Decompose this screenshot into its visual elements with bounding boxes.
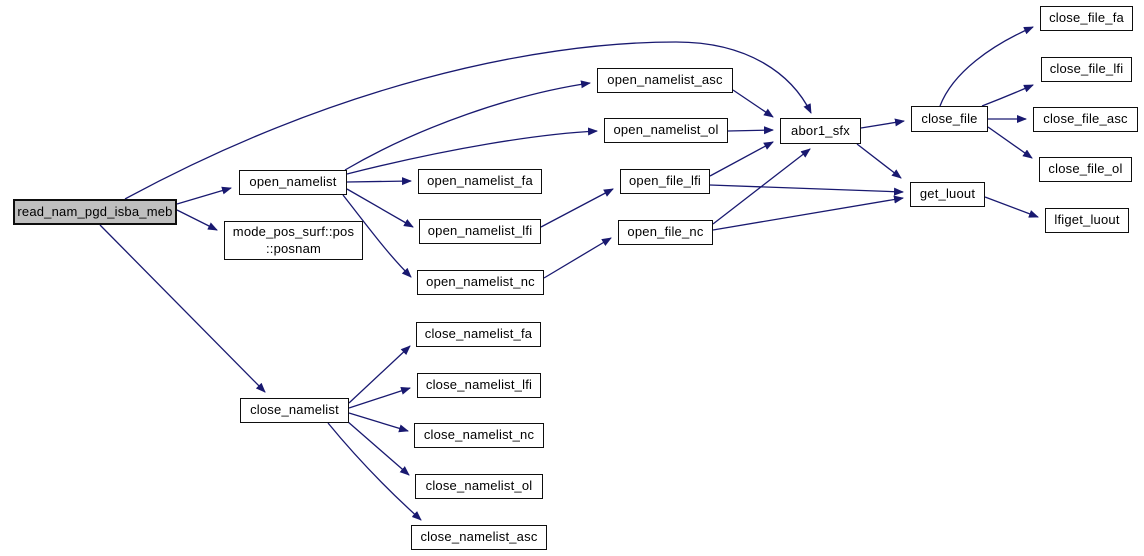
edge-read_nam_pgd_isba_meb-to-close_namelist: [99, 224, 266, 393]
node-label: open_namelist_ol: [613, 122, 719, 138]
node-close_file_ol[interactable]: close_file_ol: [1039, 157, 1132, 182]
node-open_namelist_nc[interactable]: open_namelist_nc: [417, 270, 544, 295]
edge-open_file_nc-to-get_luout: [712, 195, 904, 231]
edge-close_file-to-close_file_lfi: [981, 84, 1034, 107]
edge-open_namelist_lfi-to-open_file_lfi: [540, 188, 614, 228]
node-label: open_namelist_lfi: [427, 223, 533, 239]
node-label: open_namelist_asc: [607, 72, 723, 88]
node-open_namelist_asc[interactable]: open_namelist_asc: [597, 68, 733, 93]
edge-close_namelist-to-close_namelist_asc: [327, 422, 422, 521]
edge-close_file-to-close_file_fa: [939, 26, 1034, 107]
edge-close_namelist-to-close_namelist_ol: [346, 420, 410, 476]
node-label: open_file_nc: [627, 224, 704, 240]
node-label: close_file_ol: [1048, 161, 1123, 177]
node-label: abor1_sfx: [791, 122, 850, 138]
edge-read_nam_pgd_isba_meb-to-open_namelist: [176, 186, 232, 205]
node-close_namelist_nc[interactable]: close_namelist_nc: [414, 423, 544, 448]
node-open_namelist[interactable]: open_namelist: [239, 170, 347, 195]
edge-open_namelist_asc-to-abor1_sfx: [732, 89, 774, 118]
node-close_namelist_lfi[interactable]: close_namelist_lfi: [417, 373, 541, 398]
node-open_namelist_ol[interactable]: open_namelist_ol: [604, 118, 728, 143]
edge-open_namelist-to-open_namelist_nc: [342, 194, 412, 278]
node-lfiget_luout[interactable]: lfiget_luout: [1045, 208, 1129, 233]
node-read_nam_pgd_isba_meb[interactable]: read_nam_pgd_isba_meb: [13, 199, 177, 225]
edge-read_nam_pgd_isba_meb-to-abor1_sfx: [124, 41, 812, 200]
node-close_namelist_asc[interactable]: close_namelist_asc: [411, 525, 547, 550]
node-close_file_fa[interactable]: close_file_fa: [1040, 6, 1133, 31]
edge-close_namelist-to-close_namelist_nc: [348, 412, 409, 433]
edge-open_namelist-to-open_namelist_asc: [344, 80, 591, 171]
node-close_namelist_ol[interactable]: close_namelist_ol: [415, 474, 543, 499]
node-label: close_namelist_ol: [425, 478, 533, 494]
edge-abor1_sfx-to-close_file: [860, 118, 905, 129]
edge-open_file_lfi-to-abor1_sfx: [709, 141, 774, 177]
edge-read_nam_pgd_isba_meb-to-mode_pos_surf_pos_posnam: [176, 209, 218, 231]
node-label: mode_pos_surf::pos ::posnam: [232, 223, 355, 256]
node-close_file[interactable]: close_file: [911, 106, 988, 132]
node-abor1_sfx[interactable]: abor1_sfx: [780, 118, 861, 144]
node-label: get_luout: [919, 186, 976, 202]
node-label: open_namelist_fa: [427, 173, 533, 189]
edge-open_file_lfi-to-get_luout: [709, 184, 904, 196]
node-close_file_asc[interactable]: close_file_asc: [1033, 107, 1138, 132]
edge-open_namelist-to-open_namelist_fa: [346, 177, 412, 186]
node-open_file_lfi[interactable]: open_file_lfi: [620, 169, 710, 194]
node-label: close_namelist_lfi: [425, 377, 533, 393]
edge-close_file-to-close_file_ol: [987, 126, 1033, 159]
node-open_namelist_lfi[interactable]: open_namelist_lfi: [419, 219, 541, 244]
edge-close_namelist-to-close_namelist_fa: [348, 345, 411, 404]
edge-open_namelist_ol-to-abor1_sfx: [727, 126, 774, 135]
node-close_namelist[interactable]: close_namelist: [240, 398, 349, 423]
node-label: lfiget_luout: [1054, 212, 1120, 228]
node-label: open_namelist_nc: [426, 274, 535, 290]
node-label: close_namelist_nc: [423, 427, 535, 443]
node-label: close_namelist_asc: [420, 529, 538, 545]
node-label: close_file_fa: [1049, 10, 1124, 26]
node-label: close_namelist: [250, 402, 339, 418]
edge-get_luout-to-lfiget_luout: [984, 196, 1039, 218]
node-open_namelist_fa[interactable]: open_namelist_fa: [418, 169, 542, 194]
edge-open_file_nc-to-abor1_sfx: [712, 148, 811, 225]
node-close_namelist_fa[interactable]: close_namelist_fa: [416, 322, 541, 347]
node-mode_pos_surf_pos_posnam[interactable]: mode_pos_surf::pos ::posnam: [224, 221, 363, 260]
edge-abor1_sfx-to-get_luout: [856, 143, 902, 179]
node-label: close_file_lfi: [1049, 61, 1124, 77]
node-label: open_file_lfi: [629, 173, 701, 189]
node-label: close_file_asc: [1043, 111, 1128, 127]
edge-open_namelist-to-open_namelist_ol: [346, 127, 598, 175]
node-open_file_nc[interactable]: open_file_nc: [618, 220, 713, 245]
node-label: read_nam_pgd_isba_meb: [17, 203, 173, 219]
node-label: close_file: [921, 110, 978, 126]
node-close_file_lfi[interactable]: close_file_lfi: [1041, 57, 1132, 82]
edge-close_namelist-to-close_namelist_lfi: [348, 387, 411, 409]
node-label: close_namelist_fa: [424, 326, 533, 342]
edge-open_namelist-to-open_namelist_lfi: [346, 188, 414, 228]
edge-open_namelist_nc-to-open_file_nc: [543, 237, 612, 279]
node-get_luout[interactable]: get_luout: [910, 182, 985, 207]
node-label: open_namelist: [249, 174, 337, 190]
